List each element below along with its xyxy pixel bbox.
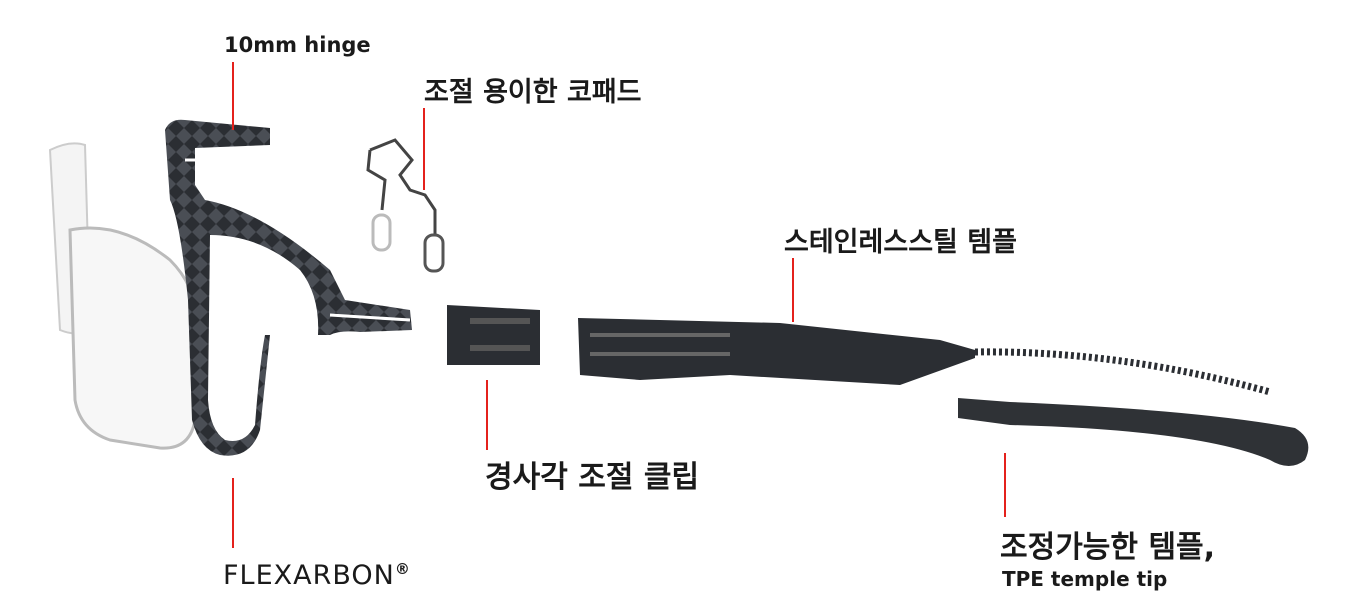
label-clip: 경사각 조절 클립 [485, 460, 700, 495]
tpe-temple-tip [958, 398, 1309, 466]
label-steel-temple: 스테인레스스틸 템플 [784, 227, 1017, 258]
nose-pad [366, 138, 445, 273]
leader-line-clip [486, 380, 488, 450]
label-hinge: 10mm hinge [224, 33, 371, 57]
leader-line-hinge [232, 62, 234, 130]
lens [48, 142, 198, 450]
leader-line-steel-temple [792, 258, 794, 322]
registered-mark: ® [394, 560, 411, 578]
leader-line-temple-tip [1004, 453, 1006, 517]
angle-clip [447, 305, 540, 365]
label-temple-tip-en: TPE temple tip [1002, 567, 1168, 591]
leader-line-nose-pad [423, 108, 425, 190]
steel-temple [578, 318, 1271, 396]
label-nose-pad: 조절 용이한 코패드 [424, 77, 642, 108]
flexarbon-frame [165, 119, 412, 456]
leader-line-frame [232, 478, 234, 548]
brand-name: FLEXARBON [223, 560, 395, 591]
label-brand: FLEXARBON® [223, 560, 411, 591]
label-temple-tip-ko: 조정가능한 템플, [1000, 530, 1216, 565]
